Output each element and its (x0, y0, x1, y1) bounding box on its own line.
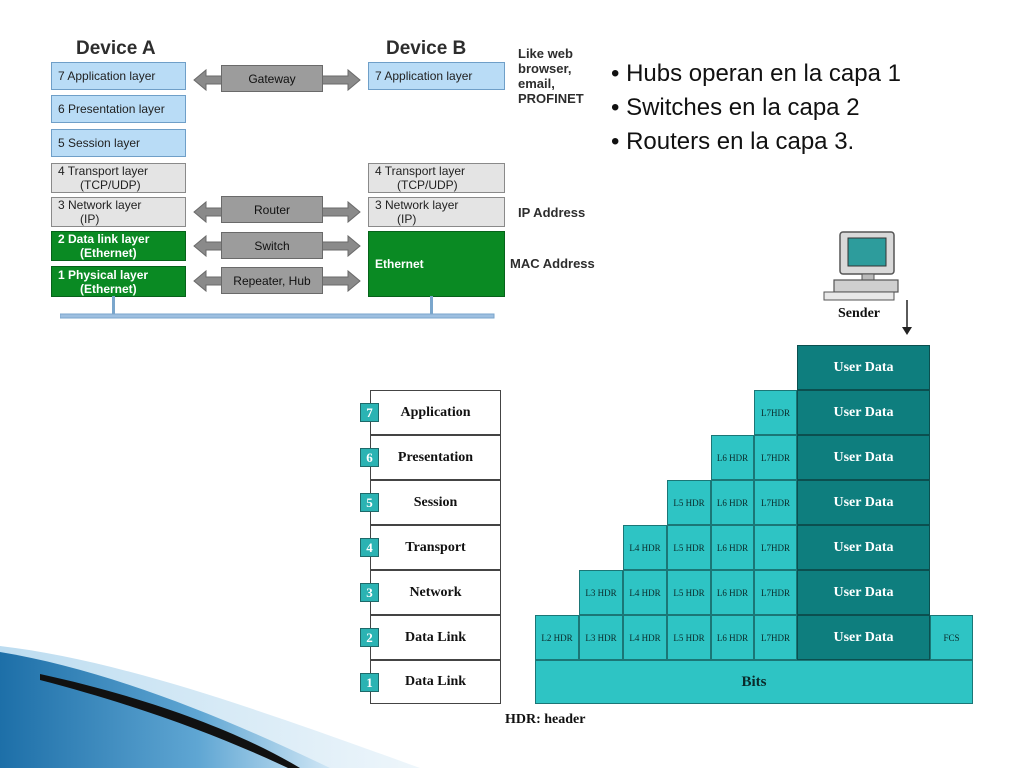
layer-label: 4 Transport layer (58, 164, 149, 178)
bullet-item: • Routers en la capa 3. (611, 128, 855, 155)
device-a-title: Device A (76, 38, 156, 59)
fcs-trailer-cell: FCS (930, 615, 973, 660)
l2-header-cell: L2 HDR (535, 615, 579, 660)
l4-header-cell: L4 HDR (623, 615, 667, 660)
sender-label: Sender (838, 306, 880, 321)
app-side-line: email, (518, 76, 555, 91)
layer-label: 1 Physical layer (58, 267, 149, 282)
user-data-l6: User Data (797, 435, 930, 480)
layer-label: 3 Network layer (58, 198, 142, 212)
layer-label: 5 Session layer (58, 136, 141, 150)
app-side-label: Like web browser, email, PROFINET (518, 46, 584, 106)
osi-num-7: 7 (360, 403, 379, 422)
app-side-line: Like web (518, 46, 573, 61)
l6-header-cell: L6 HDR (711, 480, 754, 525)
l6-header-cell: L6 HDR (711, 570, 754, 615)
layer-label: Ethernet (375, 257, 424, 271)
l6-header-cell: L6 HDR (711, 525, 754, 570)
layer-sublabel: (TCP/UDP) (80, 178, 141, 192)
l6-header-cell: L6 HDR (711, 435, 754, 480)
layer-sublabel: (IP) (80, 212, 100, 226)
device-a-layer-4: 4 Transport layer (TCP/UDP) (51, 163, 186, 193)
ip-address-label: IP Address (518, 205, 586, 220)
osi-layer-2: Data Link (370, 615, 501, 660)
device-b-layer-4: 4 Transport layer (TCP/UDP) (368, 163, 505, 193)
l5-header-cell: L5 HDR (667, 480, 711, 525)
l7-header-cell: L7HDR (754, 525, 797, 570)
osi-num-5: 5 (360, 493, 379, 512)
gateway-box: Gateway (221, 65, 323, 92)
router-box: Router (221, 196, 323, 223)
device-a-layer-6: 6 Presentation layer (51, 95, 186, 123)
l5-header-cell: L5 HDR (667, 615, 711, 660)
layer-sublabel: (Ethernet) (80, 246, 137, 260)
bullet-item: • Switches en la capa 2 (611, 94, 860, 121)
layer-sublabel: (Ethernet) (80, 281, 137, 296)
layer-label: 7 Application layer (375, 69, 473, 83)
l4-header-cell: L4 HDR (623, 570, 667, 615)
user-data-l4: User Data (797, 525, 930, 570)
osi-layer-4: Transport (370, 525, 501, 570)
l6-header-cell: L6 HDR (711, 615, 754, 660)
device-b-layer-7: 7 Application layer (368, 62, 505, 90)
osi-num-4: 4 (360, 538, 379, 557)
hdr-caption: HDR: header (505, 712, 586, 727)
l5-header-cell: L5 HDR (667, 525, 711, 570)
device-b-layer-3: 3 Network layer (IP) (368, 197, 505, 227)
device-a-layer-7: 7 Application layer (51, 62, 186, 90)
layer-label: 4 Transport layer (375, 164, 466, 178)
switch-box: Switch (221, 232, 323, 259)
computer-icon (823, 231, 899, 301)
osi-num-3: 3 (360, 583, 379, 602)
device-b-title: Device B (386, 38, 467, 59)
device-a-layer-5: 5 Session layer (51, 129, 186, 157)
osi-num-1: 1 (360, 673, 379, 692)
layer-sublabel: (TCP/UDP) (397, 178, 458, 192)
device-a-layer-3: 3 Network layer (IP) (51, 197, 186, 227)
layer-label: 7 Application layer (58, 69, 156, 83)
osi-layer-5: Session (370, 480, 501, 525)
user-data-l3: User Data (797, 570, 930, 615)
l7-header-cell: L7HDR (754, 390, 797, 435)
layer-label: 2 Data link layer (58, 232, 150, 246)
osi-num-2: 2 (360, 628, 379, 647)
l4-header-cell: L4 HDR (623, 525, 667, 570)
device-a-layer-1: 1 Physical layer (Ethernet) (51, 266, 186, 297)
l7-header-cell: L7HDR (754, 615, 797, 660)
connector-arrows (193, 68, 361, 293)
l3-header-cell: L3 HDR (579, 615, 623, 660)
device-b-ethernet: Ethernet (368, 231, 505, 297)
app-side-line: PROFINET (518, 91, 584, 106)
user-data-top: User Data (797, 345, 930, 390)
layer-sublabel: (IP) (397, 212, 417, 226)
l7-header-cell: L7HDR (754, 570, 797, 615)
down-arrow (902, 300, 912, 335)
app-side-line: browser, (518, 61, 572, 76)
device-a-layer-2: 2 Data link layer (Ethernet) (51, 231, 186, 261)
network-bus (60, 296, 495, 319)
repeater-hub-box: Repeater, Hub (221, 267, 323, 294)
bits-row: Bits (535, 660, 973, 704)
layer-label: 6 Presentation layer (58, 102, 165, 116)
user-data-l7: User Data (797, 390, 930, 435)
l3-header-cell: L3 HDR (579, 570, 623, 615)
user-data-l5: User Data (797, 480, 930, 525)
bullet-item: • Hubs operan en la capa 1 (611, 60, 901, 87)
osi-layer-3: Network (370, 570, 501, 615)
osi-layer-7: Application (370, 390, 501, 435)
osi-layer-1: Data Link (370, 660, 501, 704)
user-data-l2: User Data (797, 615, 930, 660)
decorative-swoosh (0, 646, 420, 768)
l5-header-cell: L5 HDR (667, 570, 711, 615)
osi-num-6: 6 (360, 448, 379, 467)
layer-label: 3 Network layer (375, 198, 459, 212)
osi-layer-6: Presentation (370, 435, 501, 480)
l7-header-cell: L7HDR (754, 480, 797, 525)
bullet-list: • Hubs operan en la capa 1 • Switches en… (611, 57, 901, 159)
mac-address-label: MAC Address (510, 256, 595, 271)
l7-header-cell: L7HDR (754, 435, 797, 480)
